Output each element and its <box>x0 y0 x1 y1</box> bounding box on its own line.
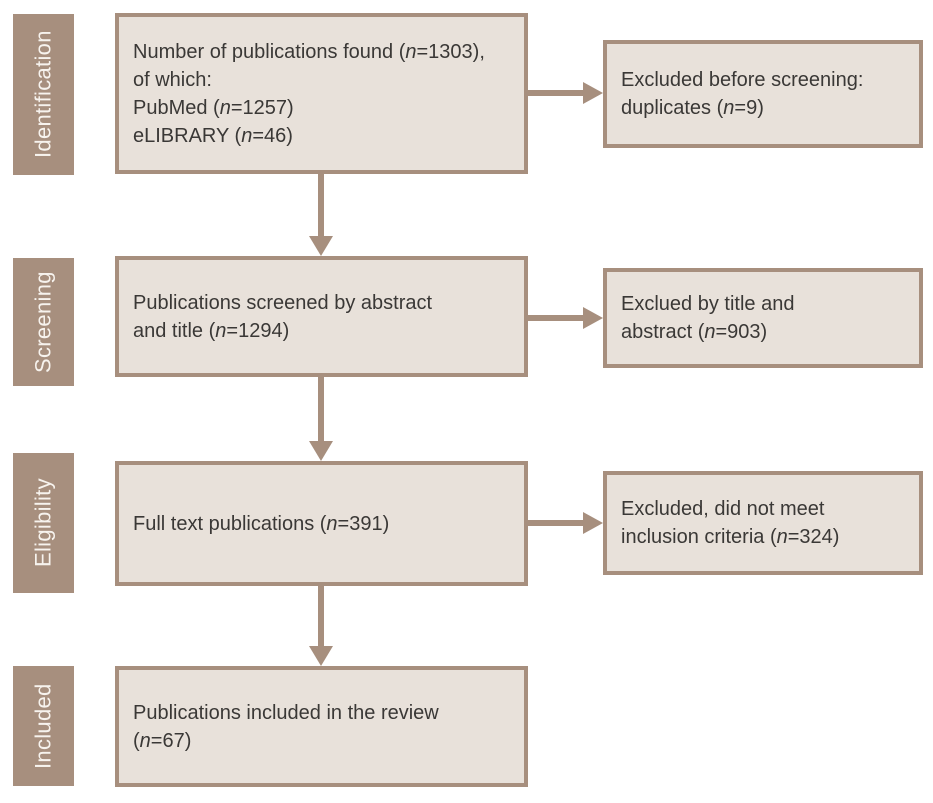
arrow-shaft <box>528 90 585 96</box>
down-arrow-icon <box>309 377 333 461</box>
box-text: Publications included in the review(n=67… <box>133 701 439 752</box>
stage-label-eligibility: Eligibility <box>13 453 74 593</box>
stage-label-text: Included <box>30 683 56 769</box>
excluded-box-duplicates: Excluded before screening:duplicates (n=… <box>603 40 923 148</box>
box-text: Number of publications found (n=1303),of… <box>133 40 485 147</box>
down-arrow-icon <box>309 174 333 256</box>
right-arrow-icon <box>528 512 603 534</box>
main-box-publications-found: Number of publications found (n=1303),of… <box>115 13 528 174</box>
arrow-shaft <box>528 315 585 321</box>
box-text: Full text publications (n=391) <box>133 512 390 535</box>
arrow-shaft <box>318 377 324 443</box>
stage-label-included: Included <box>13 666 74 786</box>
right-arrow-icon <box>528 82 603 104</box>
arrow-head <box>583 512 603 534</box>
arrow-shaft <box>528 520 585 526</box>
stage-label-text: Identification <box>30 30 56 159</box>
stage-label-identification: Identification <box>13 14 74 175</box>
main-box-full-text: Full text publications (n=391) <box>115 461 528 586</box>
main-box-included: Publications included in the review(n=67… <box>115 666 528 787</box>
arrow-shaft <box>318 174 324 238</box>
stage-label-text: Eligibility <box>30 478 56 568</box>
right-arrow-icon <box>528 307 603 329</box>
arrow-head <box>583 82 603 104</box>
stage-label-text: Screening <box>30 271 56 373</box>
box-text: Excluded before screening:duplicates (n=… <box>621 69 864 119</box>
down-arrow-icon <box>309 586 333 666</box>
arrow-head <box>309 236 333 256</box>
arrow-head <box>583 307 603 329</box>
stage-label-screening: Screening <box>13 258 74 386</box>
arrow-head <box>309 441 333 461</box>
arrow-shaft <box>318 586 324 648</box>
arrow-head <box>309 646 333 666</box>
